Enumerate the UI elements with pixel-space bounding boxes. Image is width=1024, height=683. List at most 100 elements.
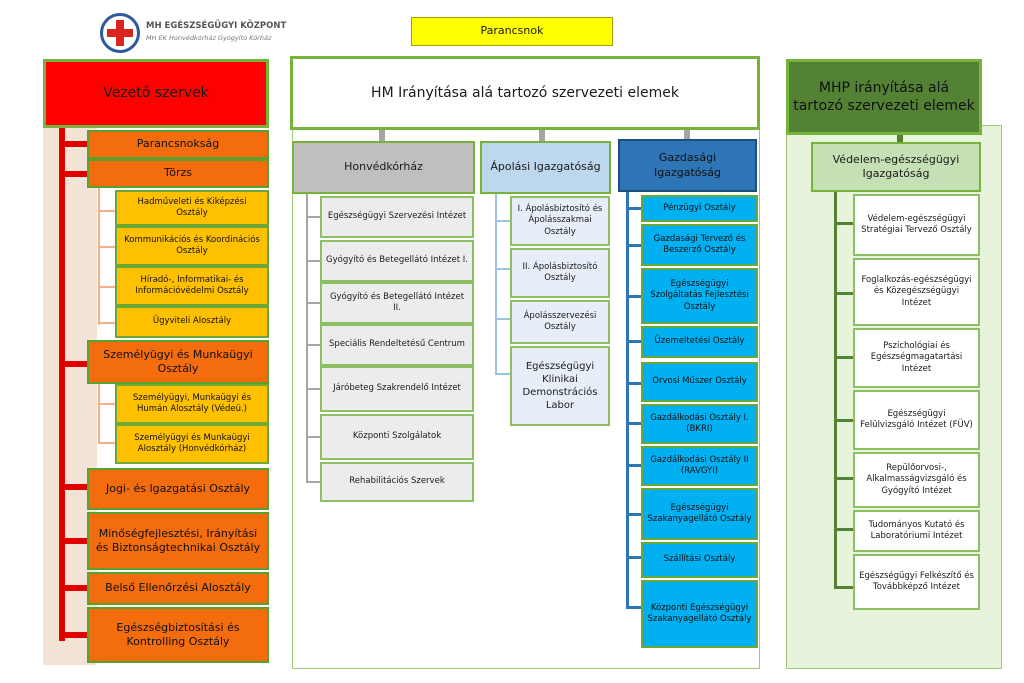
honved-header: Honvédkórház [292,141,475,194]
connector [495,194,497,374]
unit-box: II. Ápolásbiztosító Osztály [510,248,610,298]
connector [834,477,854,480]
connector [495,220,511,222]
connector [98,188,100,325]
connector [306,302,321,304]
connector [59,585,89,591]
connector [684,130,690,142]
logo-cross-icon-bar [107,29,133,37]
unit-box: Rehabilitációs Szervek [320,462,474,502]
connector [834,292,854,295]
unit-box: Egészségügyi Szolgáltatás Fejlesztési Os… [641,268,758,324]
unit-box: Központi Egészségügyi Szakanyagellátó Os… [641,580,758,648]
left-column-header: Vezető szervek [43,59,269,128]
connector [306,194,308,482]
connector [98,286,116,288]
unit-box: Egészségügyi Szervezési Intézet [320,196,474,238]
connector [59,632,89,638]
unit-box: Gazdasági Tervező és Beszerző Osztály [641,224,758,266]
connector [306,344,321,346]
connector [59,484,89,490]
connector [834,356,854,359]
unit-box: Gazdálkodási Osztály II (RAVGYI) [641,446,758,486]
connector [59,538,89,544]
connector [98,384,100,444]
commander-box: Parancsnok [411,17,613,46]
connector [539,130,545,142]
logo-emblem [100,13,140,53]
connector [59,171,89,177]
connector [306,481,321,483]
connector [834,419,854,422]
connector [306,216,321,218]
apolasi-header: Ápolási Igazgatóság [480,141,611,194]
unit-box: Tudományos Kutató és Laboratóriumi Intéz… [853,510,980,552]
connector [98,322,116,324]
right-column-header: MHP irányítása alá tartozó szervezeti el… [786,59,982,135]
connector [306,436,321,438]
unit-box: Egészségügyi Felülvizsgáló Intézet (FÜV) [853,390,980,450]
connector [379,130,385,142]
unit-box: Járóbeteg Szakrendelő Intézet [320,366,474,412]
unit-box: Ápolásszervezési Osztály [510,300,610,344]
unit-box: Üzemeltetési Osztály [641,326,758,358]
unit-box: I. Ápolásbiztosító és Ápolásszakmai Oszt… [510,196,610,246]
unit-box: Foglalkozás-egészségügyi és Közegészségü… [853,258,980,326]
unit-box: Egészségügyi Szakanyagellátó Osztály [641,488,758,540]
connector [626,244,642,247]
connector [626,192,629,608]
unit-box: Jogi- és Igazgatási Osztály [87,468,269,510]
connector [626,606,642,609]
vedelem-header: Védelem-egészségügyi Igazgatóság [811,142,981,192]
unit-box: Központi Szolgálatok [320,414,474,460]
connector [626,340,642,343]
unit-box: Személyügyi, Munkaügyi és Humán Alosztál… [115,384,269,424]
connector [626,422,642,425]
unit-box: Gazdálkodási Osztály I. (BKRI) [641,404,758,444]
gazdasagi-header: Gazdasági Igazgatóság [618,139,757,192]
connector [626,207,642,210]
unit-box: Speciális Rendeltetésű Centrum [320,324,474,366]
unit-box: Minőségfejlesztési, Irányítási és Bizton… [87,512,269,570]
connector [626,295,642,298]
unit-box: Gyógyító és Betegellátó Intézet I. [320,240,474,282]
connector [834,222,854,225]
unit-box: Hadműveleti és Kiképzési Osztály [115,190,269,226]
connector [495,318,511,320]
unit-box: Parancsnokság [87,130,269,159]
connector [59,141,89,147]
connector [98,246,116,248]
connector [495,268,511,270]
unit-box: Pénzügyi Osztály [641,195,758,222]
unit-box: Egészségügyi Felkészítő és Továbbképző I… [853,554,980,610]
connector [834,192,837,588]
connector [626,464,642,467]
unit-box: Repülőorvosi-, Alkalmasságvizsgáló és Gy… [853,452,980,508]
connector [626,556,642,559]
connector [306,388,321,390]
connector [834,528,854,531]
connector [495,373,511,375]
connector [59,361,89,367]
unit-box: Személyügyi és Munkaügyi Alosztály (Honv… [115,424,269,464]
unit-box: Belső Ellenőrzési Alosztály [87,572,269,605]
unit-box: Egészségbiztosítási és Kontrolling Osztá… [87,607,269,663]
unit-box: Híradó-, Informatikai- és Információvéde… [115,266,269,306]
unit-box: Kommunikációs és Koordinációs Osztály [115,226,269,266]
connector [98,403,116,405]
unit-box: Egészségügyi Klinikai Demonstrációs Labo… [510,346,610,426]
unit-box: Pszichológiai és Egészségmagatartási Int… [853,328,980,388]
unit-box: Védelem-egészségügyi Stratégiai Tervező … [853,194,980,256]
unit-box: Gyógyító és Betegellátó Intézet II. [320,282,474,324]
connector [98,442,116,444]
left-trunk-line [59,128,65,641]
unit-box: Szállítási Osztály [641,542,758,578]
connector [626,382,642,385]
connector [626,513,642,516]
unit-box: Orvosi Műszer Osztály [641,362,758,402]
logo-title: MH EGÉSZSÉGÜGYI KÖZPONT [146,21,287,31]
logo-subtitle: MH EK Honvédkórház Gyógyító Kórház [146,34,272,42]
unit-box: Törzs [87,159,269,188]
middle-column-header: HM Irányítása alá tartozó szervezeti ele… [290,56,760,130]
connector [306,260,321,262]
